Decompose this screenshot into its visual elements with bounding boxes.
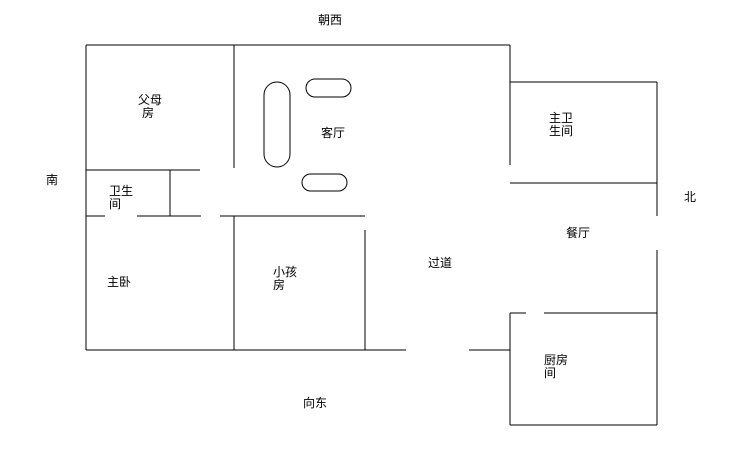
room-kitchen-label-line1: 厨房 (544, 353, 569, 367)
room-parents-label-line2: 房 (142, 106, 155, 120)
direction-south-label: 南 (46, 173, 59, 187)
room-kitchen-label-line2: 间 (544, 366, 557, 380)
sofa-bottom (301, 173, 348, 192)
sofa-long (263, 81, 291, 168)
room-corridor-label: 过道 (428, 256, 453, 270)
room-bath-label-line2: 间 (109, 197, 122, 211)
direction-west-label: 朝西 (318, 13, 343, 27)
room-child-label-line2: 房 (273, 278, 286, 292)
sofa-top (305, 78, 352, 98)
room-child-label-line1: 小孩 (273, 265, 298, 279)
room-bath-label-line1: 卫生 (109, 184, 134, 198)
room-master-bath-label-line2: 生间 (549, 124, 574, 138)
room-master-bed-label: 主卧 (107, 275, 132, 289)
direction-north-label: 北 (684, 190, 697, 204)
room-dining-label: 餐厅 (566, 226, 591, 240)
room-parents-label-line1: 父母 (138, 93, 163, 107)
room-master-bath-label-line1: 主卫 (549, 111, 574, 125)
room-living-label: 客厅 (321, 126, 346, 140)
direction-east-label: 向东 (303, 396, 328, 410)
